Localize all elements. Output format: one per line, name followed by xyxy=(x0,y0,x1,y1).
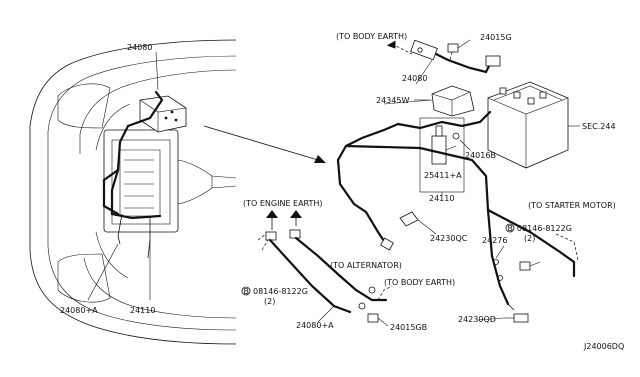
detail-arrow xyxy=(203,125,326,163)
body-earth-cable-top xyxy=(386,39,501,74)
label-to-body-earth-top: (TO BODY EARTH) xyxy=(336,32,407,41)
main-harness xyxy=(336,144,579,311)
label-sec-244: SEC.244 xyxy=(582,122,616,131)
label-to-starter-motor: (TO STARTER MOTOR) xyxy=(528,201,616,210)
label-24080-mid: 24080 xyxy=(402,74,427,83)
engine-earth-cable xyxy=(257,210,529,327)
label-08146-left: 08146-8122G xyxy=(253,287,308,296)
bolt-marker-left-text: B xyxy=(244,287,250,296)
battery xyxy=(487,81,580,169)
label-24276: 24276 xyxy=(482,236,507,245)
label-24230QD: 24230QD xyxy=(458,315,496,324)
bolt-marker-right: B xyxy=(505,223,515,233)
bolt-marker-left: B xyxy=(241,286,251,296)
diagram-code: J24006DQ xyxy=(583,342,624,351)
label-25411A: 25411+A xyxy=(424,171,462,180)
bolt-marker-right-text: B xyxy=(508,224,514,233)
label-24015GB: 24015GB xyxy=(390,323,427,332)
label-24080-top: 24080 xyxy=(127,43,152,52)
label-to-alternator: (TO ALTERNATOR) xyxy=(330,261,402,270)
label-24345W: 24345W xyxy=(376,96,409,105)
label-24110-right: 24110 xyxy=(429,194,454,203)
label-qty-left: (2) xyxy=(264,297,275,306)
label-24016B: 24016B xyxy=(465,151,496,160)
vehicle-outline xyxy=(29,39,237,345)
label-qty-right: (2) xyxy=(524,234,535,243)
label-24080A-left: 24080+A xyxy=(60,306,98,315)
terminal-assembly xyxy=(336,85,492,196)
label-24230QC: 24230QC xyxy=(430,234,468,243)
label-24110-left: 24110 xyxy=(130,306,155,315)
label-to-engine-earth: (TO ENGINE EARTH) xyxy=(243,199,323,208)
label-to-body-earth-bottom: (TO BODY EARTH) xyxy=(384,278,455,287)
label-24015G: 24015G xyxy=(480,33,512,42)
label-24080A-bottom: 24080+A xyxy=(296,321,334,330)
label-08146-right: 08146-8122G xyxy=(517,224,572,233)
